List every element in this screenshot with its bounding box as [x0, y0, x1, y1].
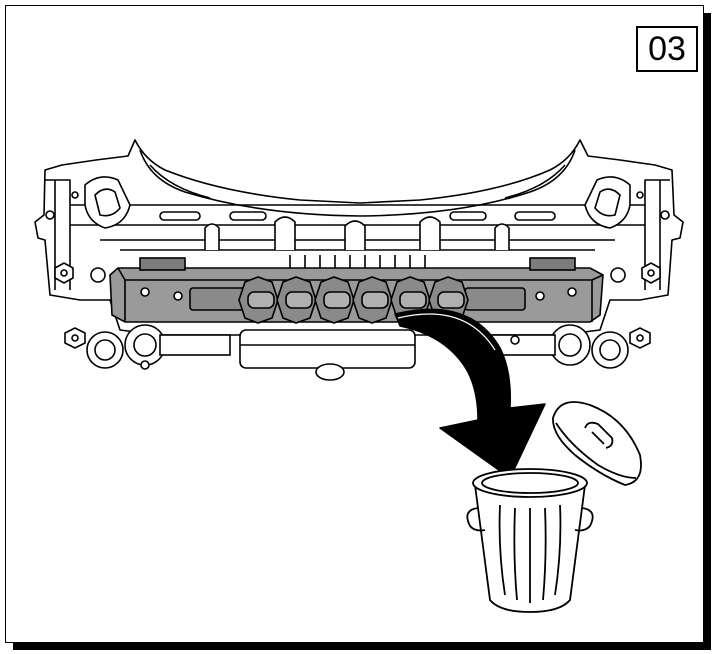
trash-can-lid [552, 401, 642, 486]
arrow-curved-icon [394, 308, 546, 479]
trash-can-icon [466, 401, 642, 613]
step-number-badge: 03 [636, 26, 698, 72]
lower-chassis [54, 262, 661, 381]
bumper-beam-icon [109, 257, 604, 324]
